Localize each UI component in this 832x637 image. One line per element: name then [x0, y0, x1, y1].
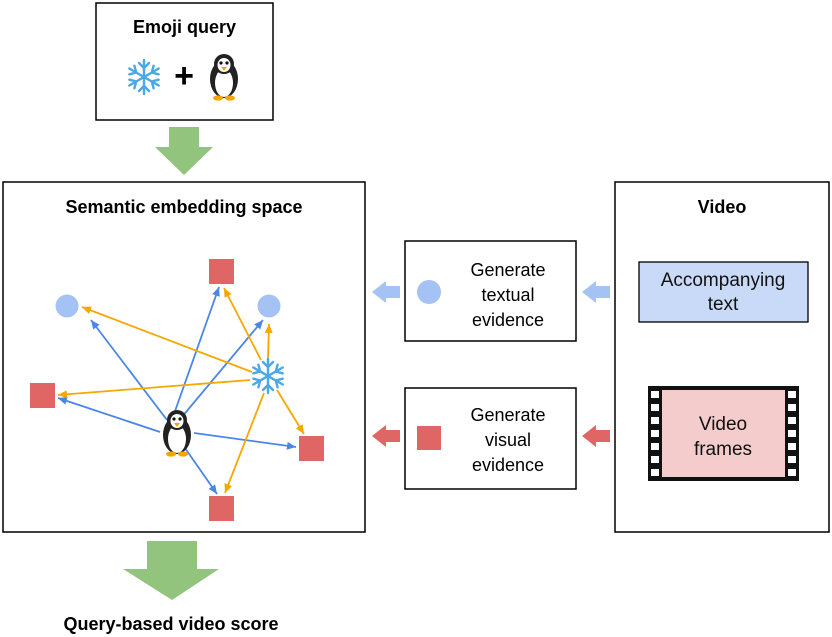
- visual-point: [299, 436, 324, 461]
- visual-evidence-line-2: visual: [485, 430, 531, 450]
- semantic-space-box: Semantic embedding space: [2, 181, 366, 533]
- video-frames-filmstrip: Video frames: [648, 386, 799, 481]
- visual-point: [209, 496, 234, 521]
- snowflake-edges: [57, 287, 305, 494]
- textual-evidence-icon: [417, 280, 441, 304]
- textual-point: [257, 294, 281, 318]
- semantic-space-title: Semantic embedding space: [65, 197, 302, 217]
- textual-evidence-line-1: Generate: [470, 260, 545, 280]
- visual-evidence-line-3: evidence: [472, 455, 544, 475]
- video-title: Video: [698, 197, 747, 217]
- video-box: Video Accompanying text: [614, 181, 830, 533]
- video-frames-line-2: frames: [694, 439, 752, 460]
- visual-evidence-icon: [417, 426, 441, 450]
- video-frames-arrow: [582, 425, 610, 447]
- visual-evidence-box: Generate visual evidence: [404, 387, 577, 490]
- emoji-query-box: Emoji query +: [95, 2, 274, 121]
- textual-point: [55, 294, 79, 318]
- textual-arrow-to-space: [372, 281, 400, 303]
- output-label: Query-based video score: [63, 614, 278, 634]
- plus-operator: +: [174, 57, 194, 95]
- accompanying-text-line-1: Accompanying: [661, 270, 786, 291]
- accompanying-text-box: [638, 261, 809, 323]
- query-down-arrow: [155, 127, 213, 175]
- visual-arrow-to-space: [372, 425, 400, 447]
- video-text-arrow: [582, 281, 610, 303]
- visual-point: [209, 259, 234, 284]
- textual-evidence-line-3: evidence: [472, 310, 544, 330]
- visual-point: [30, 383, 55, 408]
- emoji-query-title: Emoji query: [133, 17, 236, 37]
- accompanying-text-line-2: text: [708, 294, 739, 315]
- video-frames-line-1: Video: [699, 414, 747, 435]
- textual-evidence-box: Generate textual evidence: [404, 240, 577, 342]
- visual-evidence-line-1: Generate: [470, 405, 545, 425]
- score-down-arrow: [123, 541, 219, 600]
- textual-evidence-line-2: textual: [481, 285, 534, 305]
